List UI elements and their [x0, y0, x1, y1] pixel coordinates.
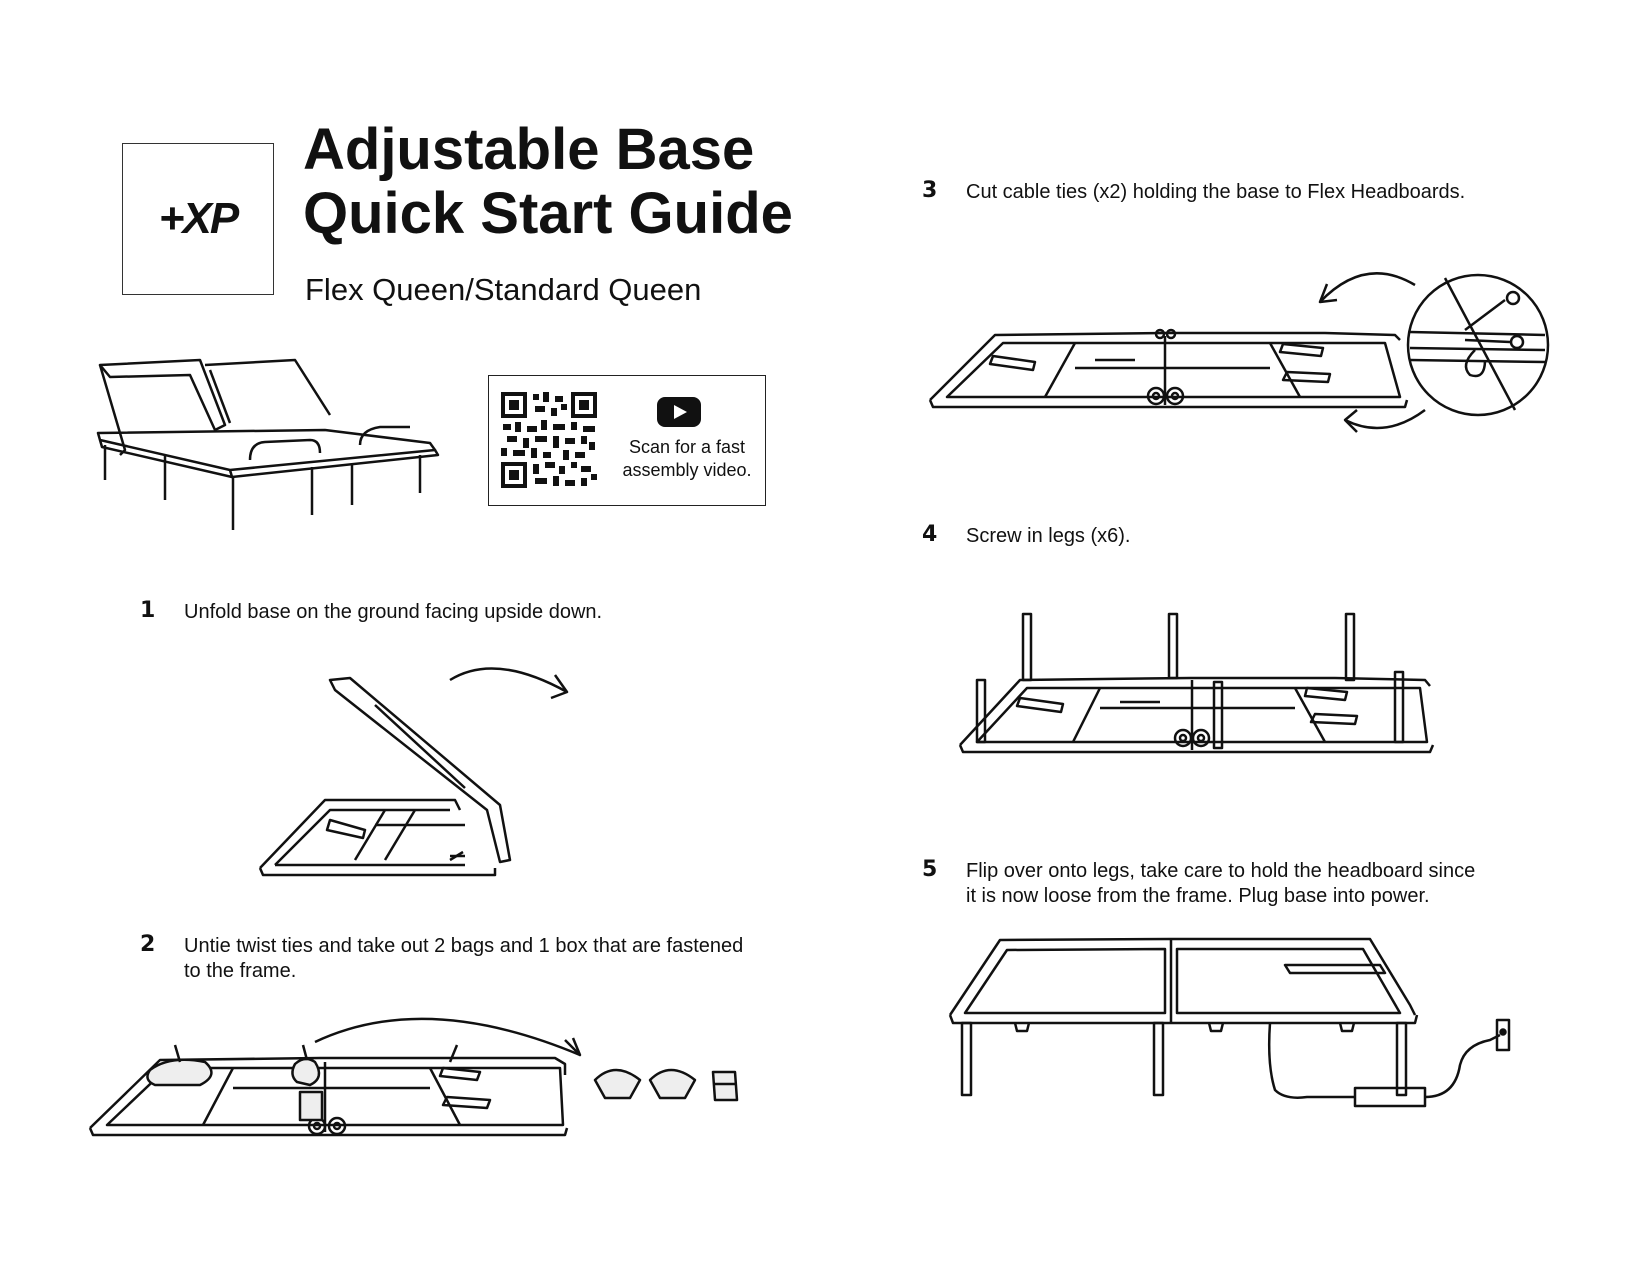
youtube-play-icon[interactable] — [657, 397, 701, 427]
step-1-number: 1 — [140, 598, 156, 623]
step-4-legs-illustration — [955, 610, 1435, 760]
logo-text: +XP — [158, 194, 239, 243]
page-subtitle: Flex Queen/Standard Queen — [305, 272, 702, 307]
adjustable-bed-illustration — [90, 355, 450, 545]
step-4-number: 4 — [922, 522, 938, 547]
step-5-line-1: Flip over onto legs, take care to hold t… — [966, 860, 1476, 882]
step-1-line-1: Unfold base on the ground facing upside … — [184, 601, 603, 623]
qr-code-panel[interactable]: Scan for a fast assembly video. — [488, 375, 766, 506]
step-2-line-1: Untie twist ties and take out 2 bags and… — [184, 935, 744, 957]
qr-code[interactable] — [501, 392, 597, 488]
step-3-line-1: Cut cable ties (x2) holding the base to … — [966, 181, 1466, 203]
step-2-line-2: to the frame. — [184, 960, 297, 982]
title-line-1: Adjustable Base — [303, 117, 755, 182]
step-2-unpack-illustration — [85, 1000, 750, 1145]
step-4-text: Screw in legs (x6). — [966, 524, 1606, 549]
title-line-2: Quick Start Guide — [303, 181, 793, 246]
step-2-text: Untie twist ties and take out 2 bags and… — [184, 934, 824, 984]
step-5-text: Flip over onto legs, take care to hold t… — [966, 859, 1606, 909]
qr-caption-line-1: Scan for a fast — [628, 437, 746, 457]
step-4-line-1: Screw in legs (x6). — [966, 525, 1131, 547]
step-5-number: 5 — [922, 857, 938, 882]
step-3-cut-ties-illustration — [925, 270, 1555, 445]
qr-caption: Scan for a fast assembly video. — [617, 436, 757, 482]
page-title: Adjustable Base Quick Start Guide — [303, 118, 863, 246]
step-3-text: Cut cable ties (x2) holding the base to … — [966, 180, 1606, 205]
step-2-number: 2 — [140, 932, 156, 957]
step-1-text: Unfold base on the ground facing upside … — [184, 600, 804, 625]
qr-caption-line-2: assembly video. — [622, 460, 752, 480]
brand-logo: +XP — [122, 143, 274, 295]
step-5-line-2: it is now loose from the frame. Plug bas… — [966, 885, 1430, 907]
step-5-flip-and-power-illustration — [945, 935, 1525, 1115]
step-1-unfold-illustration — [255, 670, 585, 885]
step-3-number: 3 — [922, 178, 938, 203]
